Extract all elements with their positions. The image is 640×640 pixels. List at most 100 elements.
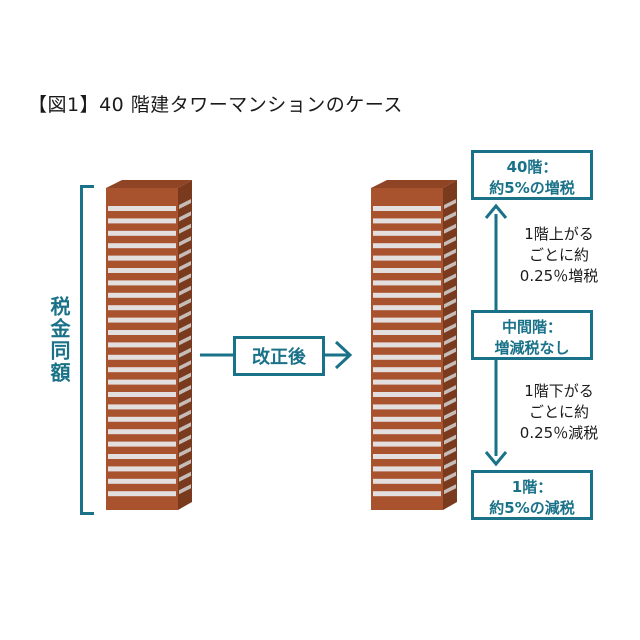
- tower-side-window: [179, 385, 191, 395]
- tower-window-band: [108, 342, 176, 348]
- tower-window-band: [373, 429, 441, 435]
- callout-top-text: 約5%の増税: [489, 179, 575, 197]
- tower-side-window: [444, 211, 456, 222]
- callout-ground-text: 約5%の減税: [489, 499, 575, 517]
- tower-window-band: [108, 379, 176, 385]
- tower-window-band: [108, 392, 176, 397]
- tower-window-band: [373, 404, 441, 410]
- note-increase-per-floor: 1階上がる ごとに約 0.25％増税: [516, 224, 602, 287]
- tower-window-band: [373, 292, 441, 298]
- tower-window-band: [108, 429, 176, 435]
- tower-side-window: [444, 360, 456, 371]
- callout-middle-text: 増減税なし: [494, 339, 570, 357]
- note-down-line3: 0.25％減税: [519, 424, 599, 442]
- tower-window-band: [108, 491, 176, 497]
- tower-window-band: [108, 367, 176, 373]
- tower-side-window: [444, 434, 456, 445]
- tower-side-window: [179, 211, 191, 222]
- tower-side-window: [179, 236, 191, 247]
- tower-window-band: [108, 268, 176, 273]
- tower-roof: [106, 180, 192, 188]
- tower-window-band: [373, 379, 441, 385]
- tower-side-window: [179, 223, 191, 234]
- tower-side-window: [179, 360, 191, 371]
- tower-side-window: [179, 323, 191, 333]
- tower-side-window: [179, 397, 191, 408]
- tower-window-band: [108, 218, 176, 224]
- tower-window-band: [373, 342, 441, 348]
- tower-side-window: [179, 372, 191, 383]
- tower-window-band: [373, 454, 441, 459]
- tower-side-window: [444, 223, 456, 234]
- after-reform-label: 改正後: [233, 336, 325, 376]
- tower-window-band: [373, 268, 441, 273]
- tower-window-band: [108, 230, 176, 236]
- tower-side-window: [179, 347, 191, 358]
- callout-middle-floor: 中間階： 増減税なし: [471, 310, 593, 360]
- tower-window-band: [373, 367, 441, 373]
- tower-front-face: [371, 188, 443, 510]
- tower-side-window: [179, 422, 191, 433]
- callout-top-floor: 40階： 約5%の増税: [471, 150, 593, 200]
- tower-window-band: [108, 243, 176, 249]
- tower-side-window: [444, 471, 456, 482]
- note-down-line1: 1階下がる: [524, 382, 594, 400]
- tower-side-window: [444, 335, 456, 346]
- tower-window-band: [373, 478, 441, 484]
- tower-side-window: [444, 285, 456, 296]
- tower-side-window: [444, 422, 456, 433]
- tower-side-window: [444, 323, 456, 333]
- tower-after-reform: [371, 180, 457, 510]
- tower-side-window: [179, 409, 191, 420]
- tower-window-band: [373, 441, 441, 447]
- tower-window-band: [373, 305, 441, 311]
- same-tax-label: 税金同額: [47, 296, 71, 384]
- tower-window-band: [373, 280, 441, 286]
- tower-side-window: [179, 335, 191, 346]
- tower-window-band: [108, 416, 176, 422]
- tower-window-band: [108, 330, 176, 335]
- tower-window-band: [373, 230, 441, 236]
- tower-window-band: [373, 354, 441, 360]
- tower-window-band: [373, 466, 441, 472]
- tower-window-band: [108, 466, 176, 472]
- tower-side-window: [179, 459, 191, 470]
- tower-window-band: [373, 392, 441, 397]
- tower-side-window: [179, 484, 191, 495]
- tower-window-band: [373, 206, 441, 211]
- tower-side-window: [444, 447, 456, 457]
- tower-before-reform: [106, 180, 192, 510]
- tower-side-window: [179, 248, 191, 259]
- tower-window-band: [108, 280, 176, 286]
- note-up-line1: 1階上がる: [524, 225, 594, 243]
- note-decrease-per-floor: 1階下がる ごとに約 0.25％減税: [516, 381, 602, 444]
- callout-middle-title: 中間階：: [501, 318, 562, 336]
- tower-side-window: [179, 471, 191, 482]
- tower-side-window: [179, 273, 191, 284]
- tower-window-band: [108, 317, 176, 323]
- tower-side-window: [179, 199, 191, 209]
- tower-window-band: [108, 354, 176, 360]
- tower-side-window: [444, 372, 456, 383]
- tower-side-window: [179, 261, 191, 271]
- note-up-line3: 0.25％増税: [519, 267, 599, 285]
- tower-window-band: [108, 206, 176, 211]
- tower-side-window: [444, 385, 456, 395]
- tower-side-window: [179, 285, 191, 296]
- tower-side-window: [179, 447, 191, 457]
- tower-window-band: [373, 317, 441, 323]
- tower-side-window: [444, 273, 456, 284]
- callout-top-title: 40階：: [506, 158, 558, 176]
- tower-window-band: [108, 292, 176, 298]
- callout-ground-floor: 1階： 約5%の減税: [471, 470, 593, 520]
- tower-side-window: [444, 298, 456, 309]
- tower-side-window: [444, 261, 456, 271]
- tower-window-band: [373, 255, 441, 261]
- figure-title: 【図1】40 階建タワーマンションのケース: [28, 94, 403, 116]
- double-vertical-arrow-icon: [484, 203, 508, 467]
- tower-window-band: [108, 478, 176, 484]
- tower-side-window: [179, 434, 191, 445]
- tower-front-face: [106, 188, 178, 510]
- tower-side-window: [444, 484, 456, 495]
- tower-window-band: [108, 255, 176, 261]
